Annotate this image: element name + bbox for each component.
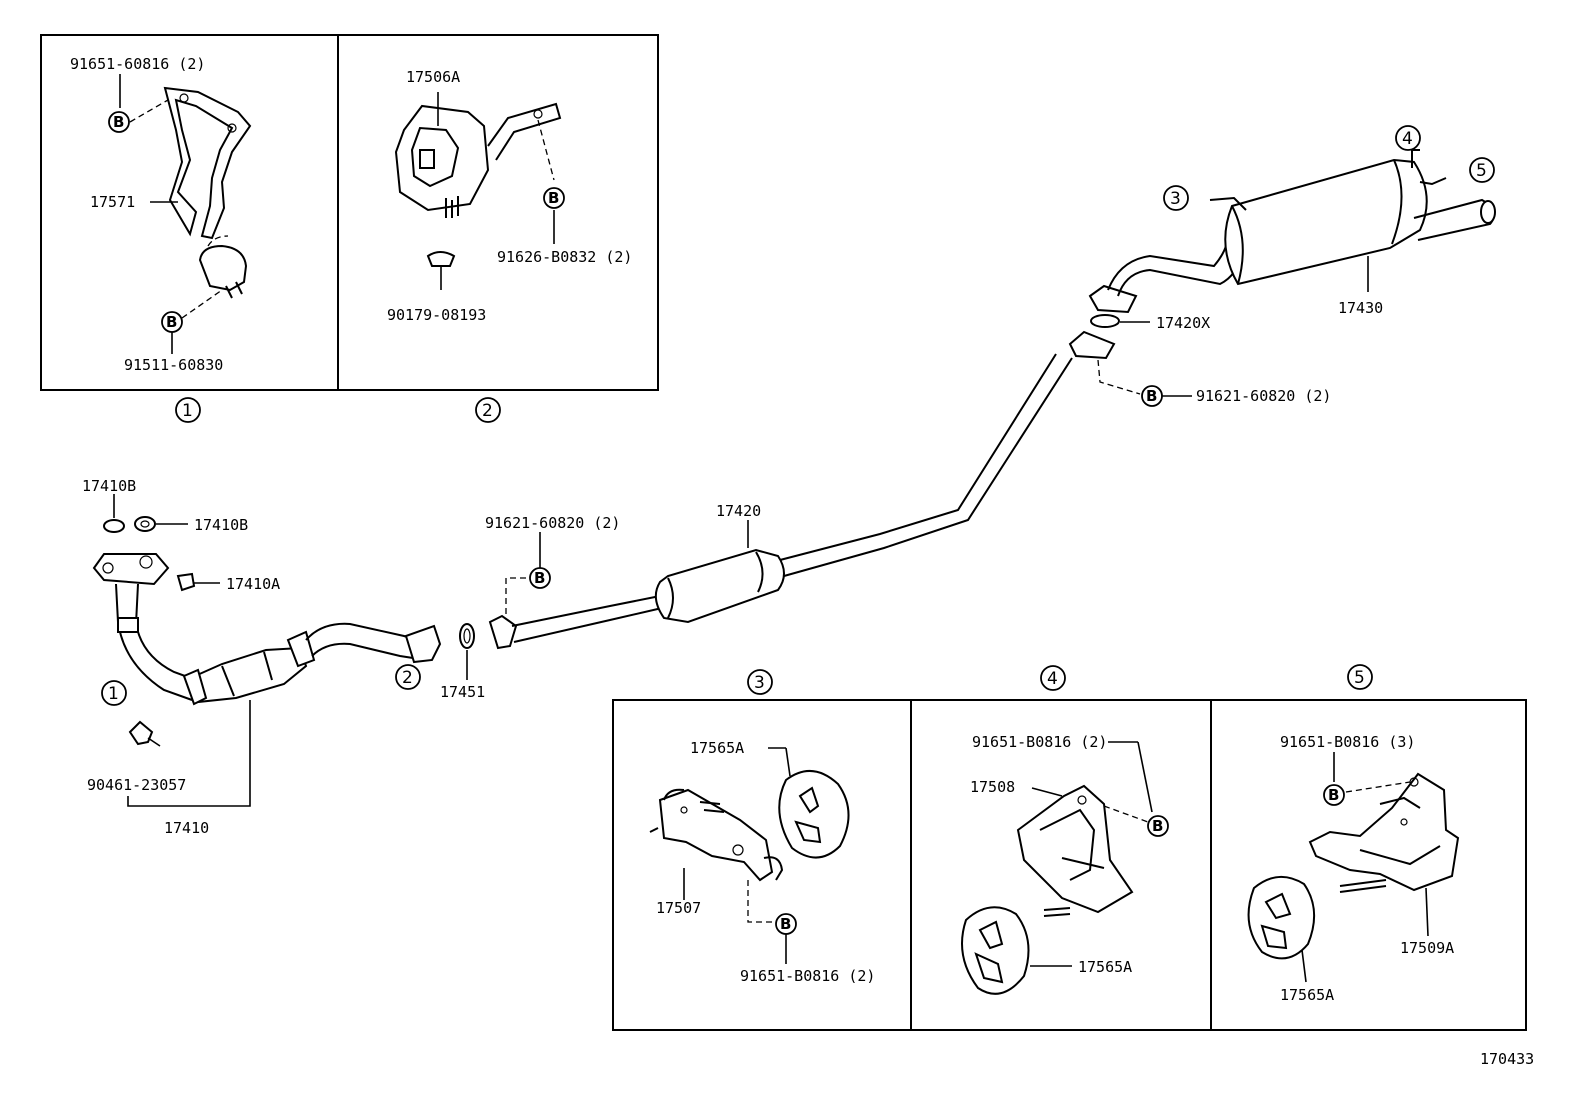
label-91651-B0816-panel5: 91651-B0816 (3)	[1280, 733, 1415, 751]
ref-circle-3-tail: 3	[1163, 185, 1189, 211]
resonator-17420	[654, 548, 785, 624]
svg-text:3: 3	[754, 673, 765, 693]
bolt-marker-icon: B	[529, 567, 551, 589]
bolt-marker-icon: B	[543, 187, 565, 209]
ref-circle-2: 2	[475, 397, 501, 423]
svg-text:3: 3	[1170, 189, 1181, 209]
label-17410B-right: 17410B	[194, 516, 248, 534]
label-91621-60820-center: 91621-60820 (2)	[485, 514, 620, 532]
svg-text:2: 2	[402, 668, 413, 688]
svg-text:2: 2	[482, 401, 493, 421]
insulator-17565A-panel5	[1247, 876, 1316, 960]
bolt-marker-icon: B	[108, 111, 130, 133]
svg-text:4: 4	[1402, 129, 1413, 149]
label-17565A-panel4: 17565A	[1078, 958, 1132, 976]
svg-text:B: B	[1146, 387, 1157, 405]
ref-circle-3: 3	[747, 669, 773, 695]
bracket-17509A	[1308, 772, 1460, 892]
ref-circle-4: 4	[1040, 665, 1066, 691]
label-17508: 17508	[970, 778, 1015, 796]
ring-gasket-17451	[459, 623, 475, 649]
svg-text:B: B	[1152, 817, 1163, 835]
bolt-marker-icon: B	[1147, 815, 1169, 837]
label-17506A: 17506A	[406, 68, 460, 86]
label-17565A-panel5: 17565A	[1280, 986, 1334, 1004]
insulator-17565A-panel3	[778, 770, 850, 859]
label-17420X: 17420X	[1156, 314, 1210, 332]
svg-text:5: 5	[1354, 668, 1365, 688]
detail-panel-4: 91651-B0816 (2) B 17508 17565A	[910, 699, 1212, 1031]
label-17420: 17420	[716, 502, 761, 520]
label-17507: 17507	[656, 899, 701, 917]
label-17451: 17451	[440, 683, 485, 701]
svg-text:B: B	[534, 569, 545, 587]
label-17509A: 17509A	[1400, 939, 1454, 957]
detail-panel-5: 91651-B0816 (3) B 17509A 17565A	[1210, 699, 1527, 1031]
label-17571: 17571	[90, 193, 135, 211]
svg-text:1: 1	[108, 684, 119, 704]
grommet-shape	[426, 251, 456, 267]
ref-circle-1-assembly: 1	[101, 680, 127, 706]
bolt-marker-icon: B	[775, 913, 797, 935]
svg-text:B: B	[1328, 786, 1339, 804]
catalytic-converter	[184, 646, 308, 704]
bracket-17508	[1016, 784, 1134, 914]
ref-circle-2-assembly: 2	[395, 664, 421, 690]
label-90179-08193: 90179-08193	[387, 306, 486, 324]
bolt-marker-icon: B	[161, 311, 183, 333]
bracket-17507	[658, 788, 774, 882]
bolt-marker-icon: B	[1141, 385, 1163, 407]
insulator-17565A-panel4	[961, 906, 1030, 995]
label-17410: 17410	[164, 819, 209, 837]
detail-panel-3: 17565A 17507 B 91651-B0816 (2)	[612, 699, 912, 1031]
detail-panel-1: 91651-60816 (2) B 17571 B 91511-60830	[40, 34, 339, 391]
detail-panel-2: 17506A B 91626-B0832 (2) 90179-08193	[337, 34, 659, 391]
label-17565A-panel3: 17565A	[690, 739, 744, 757]
diagram-id: 170433	[1480, 1050, 1534, 1068]
tail-pipe-assembly: 17430 3 4 5	[1088, 125, 1496, 317]
bracket-17571-shape	[163, 86, 252, 240]
hanger-plug-shape	[198, 244, 248, 292]
ref-circle-4-tail: 4	[1395, 125, 1421, 151]
label-90461-23057: 90461-23057	[87, 776, 186, 794]
svg-text:1: 1	[182, 401, 193, 421]
label-91651-B0816-panel3: 91651-B0816 (2)	[740, 967, 875, 985]
svg-text:B: B	[548, 189, 559, 207]
label-17410B-top: 17410B	[82, 477, 136, 495]
svg-text:B: B	[113, 113, 124, 131]
label-91511-60830: 91511-60830	[124, 356, 223, 374]
muffler-17430	[1224, 158, 1428, 286]
oxygen-sensor	[128, 720, 154, 746]
label-91626-B0832: 91626-B0832 (2)	[497, 248, 632, 266]
label-17410A: 17410A	[226, 575, 280, 593]
svg-text:4: 4	[1047, 669, 1058, 689]
front-pipe-assembly: 17410B 17410B 17410A 90461-23057 17410 1	[82, 477, 485, 837]
label-91651-60816: 91651-60816 (2)	[70, 55, 205, 73]
ref-circle-1: 1	[175, 397, 201, 423]
label-91651-B0816-panel4: 91651-B0816 (2)	[972, 733, 1107, 751]
svg-text:B: B	[166, 313, 177, 331]
ref-circle-5-tail: 5	[1469, 157, 1495, 183]
svg-text:5: 5	[1476, 161, 1487, 181]
svg-text:B: B	[780, 915, 791, 933]
label-91621-60820-rear: 91621-60820 (2)	[1196, 387, 1331, 405]
center-pipe-assembly: 17420 B 91621-60820 (2) B 91621-60820 (2…	[485, 314, 1331, 650]
bolt-marker-icon: B	[1323, 784, 1345, 806]
ref-circle-5: 5	[1347, 664, 1373, 690]
mount-17506A-shape	[394, 104, 490, 212]
label-17430: 17430	[1338, 299, 1383, 317]
front-pipe-flange	[92, 553, 170, 586]
